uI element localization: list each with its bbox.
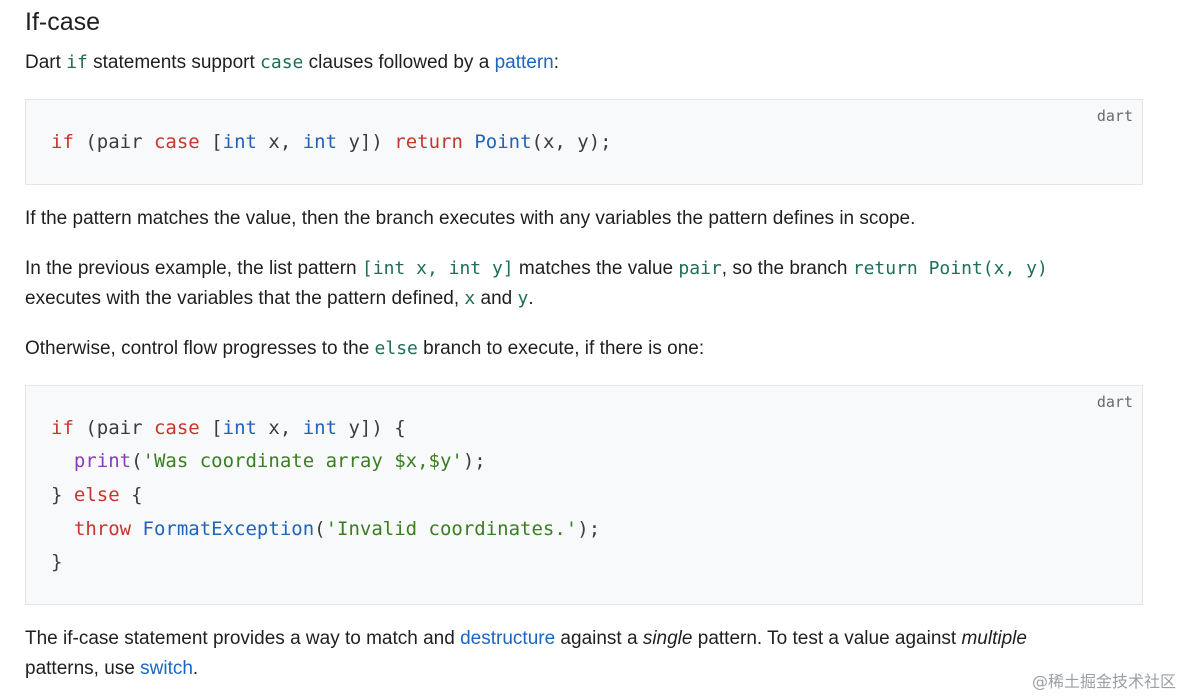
text: matches the value — [513, 258, 679, 279]
code-line: print('Was coordinate array $x,$y'); — [51, 449, 486, 473]
text: Dart — [25, 52, 67, 73]
text: In the previous example, the list patter… — [25, 258, 362, 279]
code-line: throw FormatException('Invalid coordinat… — [51, 517, 600, 541]
code-line: if (pair case [int x, int y]) return Poi… — [51, 130, 612, 154]
paragraph-5: The if-case statement provides a way to … — [25, 624, 1027, 684]
code-text: ( — [131, 450, 143, 472]
intro-paragraph: Dart if statements support case clauses … — [25, 48, 559, 78]
text: statements support — [87, 52, 261, 73]
code-text — [131, 518, 142, 540]
class-name: FormatException — [142, 518, 315, 540]
switch-link[interactable]: switch — [140, 658, 193, 679]
function-name: print — [73, 450, 132, 472]
text: executes with the variables that the pat… — [25, 288, 465, 309]
code-text: (pair — [73, 131, 154, 153]
text: The if-case statement provides a way to … — [25, 628, 461, 649]
emphasis: single — [642, 628, 693, 649]
text: clauses followed by a — [303, 52, 495, 73]
text: branch to execute, if there is one: — [417, 338, 705, 359]
paragraph-2: If the pattern matches the value, then t… — [25, 208, 916, 229]
code-text: } — [51, 484, 74, 506]
code-language-label: dart — [1096, 107, 1133, 125]
indent — [51, 518, 74, 540]
code-line: } else { — [51, 483, 143, 507]
code-text: y]) { — [337, 417, 406, 439]
indent — [51, 450, 74, 472]
paragraph-3: In the previous example, the list patter… — [25, 254, 1048, 314]
type: int — [222, 131, 257, 153]
keyword: else — [73, 484, 120, 506]
type: int — [302, 131, 338, 153]
pattern-link[interactable]: pattern — [494, 52, 554, 73]
string-literal: 'Invalid coordinates.' — [325, 518, 578, 540]
inline-code-x: x — [464, 288, 476, 309]
type: int — [222, 417, 257, 439]
text: and — [475, 288, 518, 309]
code-text: ); — [462, 450, 486, 472]
keyword: if — [51, 417, 74, 439]
code-line: } — [51, 550, 62, 574]
code-text: ); — [577, 518, 601, 540]
inline-code-pair: pair — [678, 258, 722, 279]
inline-code-list-pattern: [int x, int y] — [361, 258, 514, 279]
code-language-label: dart — [1096, 393, 1133, 411]
text: , so the branch — [721, 258, 853, 279]
text: : — [553, 52, 559, 73]
inline-code-return: return Point(x, y) — [852, 258, 1048, 279]
text: patterns, use — [25, 658, 141, 679]
text: . — [528, 288, 534, 309]
code-text: { — [119, 484, 143, 506]
keyword: case — [153, 417, 200, 439]
paragraph-4: Otherwise, control flow progresses to th… — [25, 334, 704, 364]
keyword: if — [51, 131, 74, 153]
string-literal: 'Was coordinate array $x,$y' — [142, 450, 463, 472]
code-text: [ — [199, 417, 223, 439]
text: pattern. To test a value against — [692, 628, 962, 649]
code-text: y]) — [337, 131, 395, 153]
text: Otherwise, control flow progresses to th… — [25, 338, 375, 359]
inline-code-else: else — [374, 338, 418, 359]
keyword: throw — [73, 518, 132, 540]
class-name: Point — [474, 131, 532, 153]
keyword: return — [394, 131, 463, 153]
text: . — [192, 658, 199, 679]
code-line: if (pair case [int x, int y]) { — [51, 416, 406, 440]
code-text: (x, y); — [531, 131, 612, 153]
code-text: (pair — [73, 417, 154, 439]
code-block-2: dart if (pair case [int x, int y]) { pri… — [25, 385, 1143, 605]
code-text — [463, 131, 474, 153]
type: int — [302, 417, 338, 439]
watermark: @稀土掘金技术社区 — [1031, 672, 1176, 691]
section-heading: If-case — [25, 8, 101, 36]
destructure-link[interactable]: destructure — [460, 628, 556, 649]
inline-code-case: case — [260, 52, 304, 73]
text: against a — [555, 628, 643, 649]
emphasis: multiple — [961, 628, 1027, 649]
code-text: x, — [256, 417, 303, 439]
inline-code-if: if — [66, 52, 88, 73]
keyword: case — [153, 131, 200, 153]
code-block-1: dart if (pair case [int x, int y]) retur… — [25, 99, 1143, 185]
code-text: x, — [256, 131, 303, 153]
code-text: } — [51, 551, 63, 573]
code-text: ( — [314, 518, 326, 540]
code-text: [ — [199, 131, 223, 153]
inline-code-y: y — [517, 288, 529, 309]
